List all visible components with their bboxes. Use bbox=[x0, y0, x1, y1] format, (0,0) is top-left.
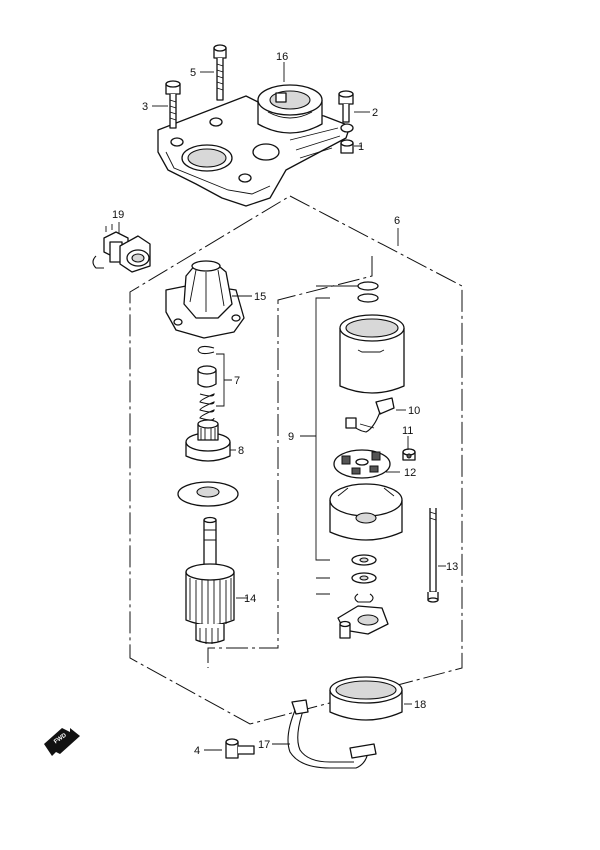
part-16-collar bbox=[257, 84, 323, 134]
commutator-end-frame bbox=[329, 483, 403, 541]
fwd-direction-arrow: FWD bbox=[44, 728, 80, 756]
callout-15: 15 bbox=[254, 291, 266, 303]
callout-13: 13 bbox=[446, 561, 458, 573]
part-18-rubber-band bbox=[329, 676, 403, 721]
part-7-pinion-stop-set bbox=[197, 345, 217, 421]
part-15-pinion-housing bbox=[165, 260, 245, 339]
callout-4: 4 bbox=[194, 745, 200, 757]
thrust-washers-top bbox=[357, 281, 379, 303]
part-17-mounting-strap bbox=[287, 699, 377, 769]
part-10-brush bbox=[345, 397, 395, 433]
callout-6: 6 bbox=[394, 215, 400, 227]
assembly-outline bbox=[129, 195, 463, 725]
brush-plate-bracket bbox=[337, 605, 389, 639]
part-3-bolt bbox=[165, 80, 181, 129]
part-4-bolt bbox=[225, 738, 255, 759]
callout-labels: 1 2 3 4 5 6 7 8 9 10 11 12 13 14 15 16 1… bbox=[112, 51, 458, 757]
part-14-armature bbox=[185, 516, 235, 644]
callout-3: 3 bbox=[142, 101, 148, 113]
callout-16: 16 bbox=[276, 51, 288, 63]
callout-5: 5 bbox=[190, 67, 196, 79]
starter-mounting-bracket bbox=[157, 95, 354, 207]
callout-8: 8 bbox=[238, 445, 244, 457]
callout-9: 9 bbox=[288, 431, 294, 443]
callout-11: 11 bbox=[402, 425, 413, 437]
callout-18: 18 bbox=[414, 699, 426, 711]
part-1-dowel-pin bbox=[340, 139, 354, 154]
callout-2: 2 bbox=[372, 107, 378, 119]
callout-10: 10 bbox=[408, 405, 420, 417]
callout-19: 19 bbox=[112, 209, 124, 221]
part-19-starter-relay bbox=[92, 224, 151, 273]
callout-7: 7 bbox=[234, 375, 240, 387]
part-2-bolt bbox=[338, 90, 354, 123]
part-13-through-bolt bbox=[427, 508, 439, 603]
callout-12: 12 bbox=[404, 467, 416, 479]
part-12-brush-holder bbox=[333, 449, 391, 479]
leader-lines bbox=[118, 62, 446, 751]
callout-14: 14 bbox=[244, 593, 256, 605]
part-8-pinion-gear bbox=[185, 419, 231, 462]
part-11-brush-spring bbox=[402, 448, 416, 461]
part-5-bolt bbox=[213, 44, 227, 101]
lower-washers bbox=[351, 554, 377, 603]
callout-1: 1 bbox=[358, 141, 364, 153]
callout-17: 17 bbox=[258, 739, 270, 751]
yoke-housing bbox=[339, 314, 405, 394]
pinion-washer-plate bbox=[177, 481, 239, 507]
